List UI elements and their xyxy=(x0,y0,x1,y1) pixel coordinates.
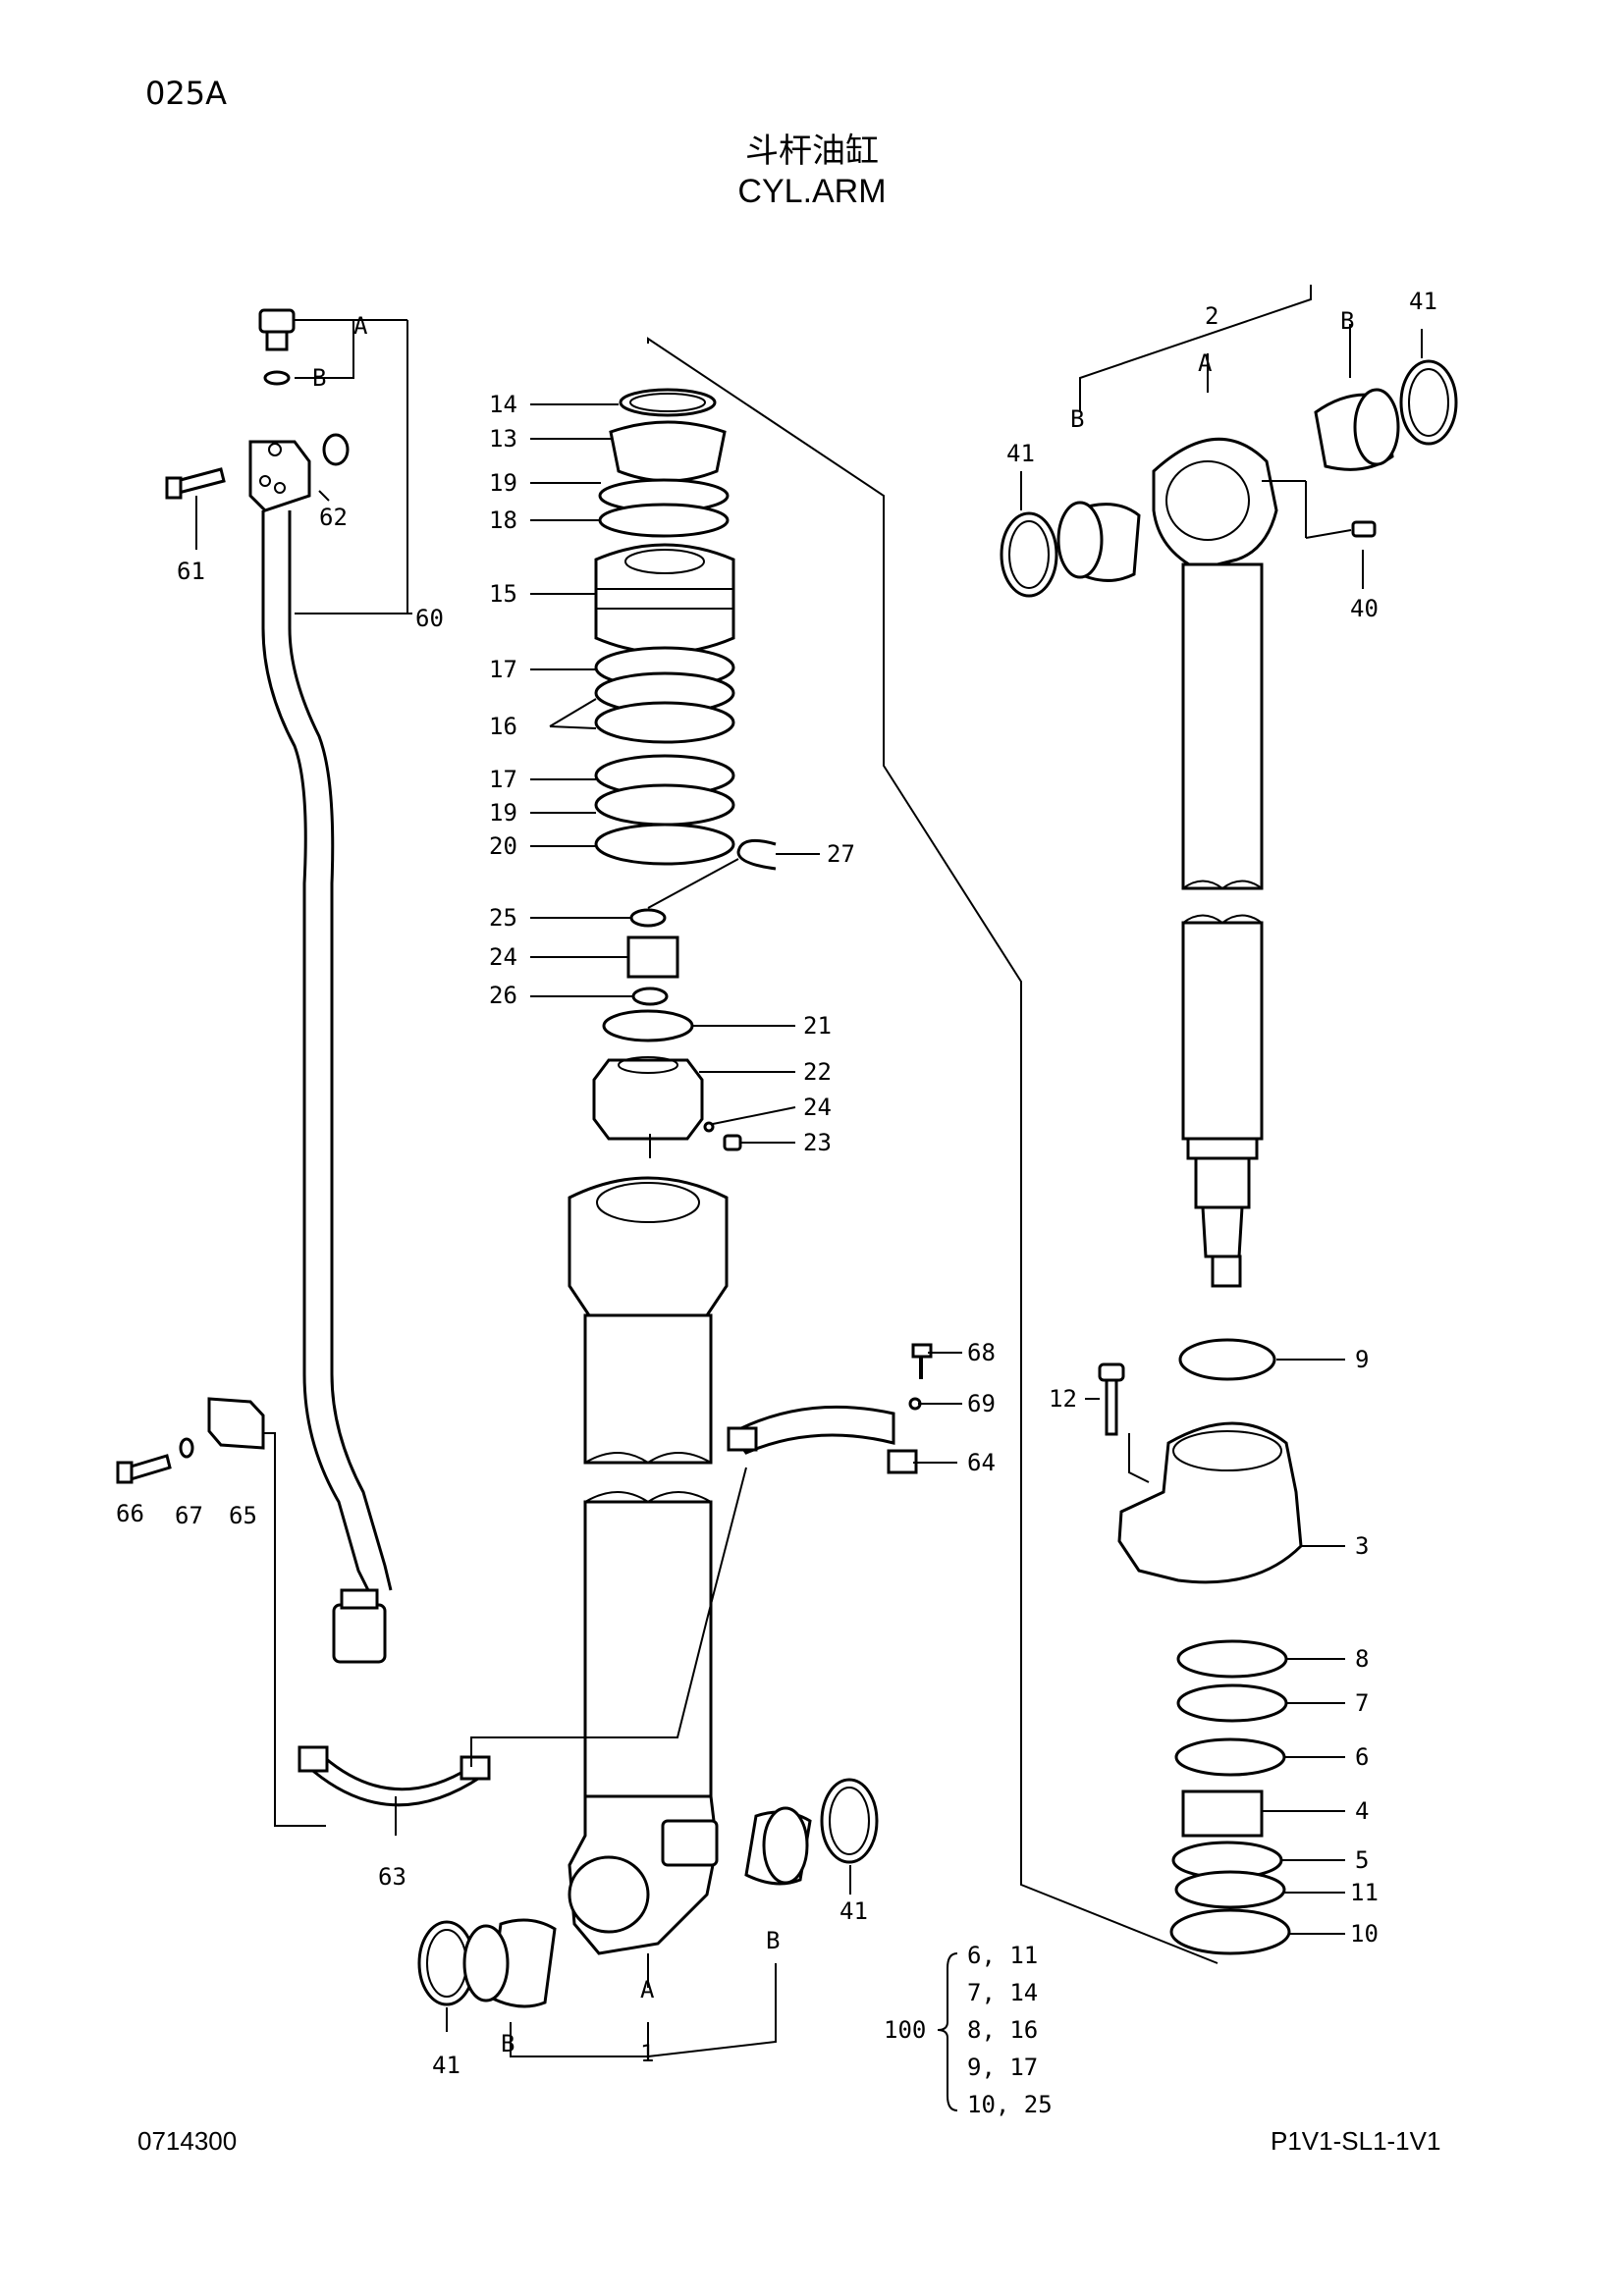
plug-drawing xyxy=(258,308,296,334)
label-11: 11 xyxy=(1350,1879,1379,1906)
document-number: 0714300 xyxy=(137,2126,238,2156)
label-62: 62 xyxy=(319,504,348,531)
label-26: 26 xyxy=(489,982,517,1009)
kit-row-4: 9, 17 xyxy=(967,2054,1038,2081)
label-12: 12 xyxy=(1049,1385,1077,1413)
label-1: 1 xyxy=(640,2040,654,2067)
bolt-61-head xyxy=(165,476,183,500)
kit-row-5: 10, 25 xyxy=(967,2091,1053,2118)
diagram-title-english: CYL.ARM xyxy=(737,173,887,210)
label-B-top-left: B xyxy=(1070,405,1084,433)
label-65: 65 xyxy=(229,1502,257,1529)
label-18a: 18 xyxy=(489,507,517,534)
label-19a: 19 xyxy=(489,469,517,497)
label-B-top-right: B xyxy=(1340,307,1354,335)
pipe-60-drawing xyxy=(261,510,370,1591)
kit-row-1: 6, 11 xyxy=(967,1942,1038,1969)
label-15: 15 xyxy=(489,580,517,608)
label-B: B xyxy=(312,364,326,392)
label-9: 9 xyxy=(1355,1346,1369,1373)
pipe-block-drawing xyxy=(248,440,311,512)
label-10: 10 xyxy=(1350,1920,1379,1948)
seal-kit-note: 100 6, 11 7, 14 8, 16 9, 17 10, 25 xyxy=(884,1942,1053,2118)
label-67: 67 xyxy=(175,1502,203,1529)
label-25: 25 xyxy=(489,904,517,932)
label-27: 27 xyxy=(827,840,855,868)
sheet-code: P1V1-SL1-1V1 xyxy=(1271,2126,1441,2156)
label-23: 24 xyxy=(803,1094,832,1121)
pipe-assembly xyxy=(165,308,412,1664)
label-14: 14 xyxy=(489,391,517,418)
piston-parts xyxy=(116,388,933,2008)
diagram-title-chinese: 斗杆油缸 xyxy=(745,132,879,171)
label-41-bottom-right: 41 xyxy=(839,1897,868,1925)
label-5: 5 xyxy=(1355,1846,1369,1874)
label-22: 23 xyxy=(803,1129,832,1156)
label-66: 66 xyxy=(116,1500,144,1527)
label-A: A xyxy=(353,312,368,340)
part-labels: A B 62 61 60 14 13 19 18 15 17 16 17 19 … xyxy=(116,288,1437,2079)
label-21: 22 xyxy=(803,1058,832,1086)
label-41-bottom-left: 41 xyxy=(432,2052,460,2079)
label-41-top-left: 41 xyxy=(1006,440,1035,467)
label-A-bottom: A xyxy=(640,1976,655,2003)
label-68: 68 xyxy=(967,1339,996,1366)
label-17a: 17 xyxy=(489,656,517,683)
label-3: 3 xyxy=(1355,1532,1369,1560)
label-64: 64 xyxy=(967,1449,996,1476)
kit-row-3: 8, 16 xyxy=(967,2016,1038,2044)
label-16: 16 xyxy=(489,713,517,740)
label-4: 4 xyxy=(1355,1797,1369,1825)
label-19b: 20 xyxy=(489,832,517,860)
label-61: 61 xyxy=(177,558,205,585)
label-69: 69 xyxy=(967,1390,996,1417)
label-6: 6 xyxy=(1355,1743,1369,1771)
label-2: 2 xyxy=(1205,302,1218,330)
label-B-bottom-left: B xyxy=(501,2030,514,2057)
label-18b: 19 xyxy=(489,799,517,827)
pipe-end-nut-drawing xyxy=(332,1603,387,1664)
label-63: 63 xyxy=(378,1863,406,1891)
label-41-top-right: 41 xyxy=(1409,288,1437,315)
page-code: 025A xyxy=(145,75,227,112)
label-24: 24 xyxy=(489,943,517,971)
leader-lines xyxy=(263,285,1423,2111)
label-17b: 17 xyxy=(489,766,517,793)
rod-assembly xyxy=(1000,359,1458,1955)
label-40: 40 xyxy=(1350,595,1379,622)
label-A-top: A xyxy=(1198,349,1213,377)
kit-number: 100 xyxy=(884,2016,926,2044)
plug-stem-drawing xyxy=(265,330,289,351)
label-13: 13 xyxy=(489,425,517,453)
label-60: 60 xyxy=(415,605,444,632)
washer-62-drawing xyxy=(322,433,350,466)
label-8: 8 xyxy=(1355,1645,1369,1673)
o-ring-drawing xyxy=(263,370,291,386)
bolt-61-drawing xyxy=(175,467,226,495)
label-7: 7 xyxy=(1355,1689,1369,1717)
label-20: 21 xyxy=(803,1012,832,1040)
kit-row-2: 7, 14 xyxy=(967,1979,1038,2006)
label-B-bottom-right: B xyxy=(766,1927,780,1954)
